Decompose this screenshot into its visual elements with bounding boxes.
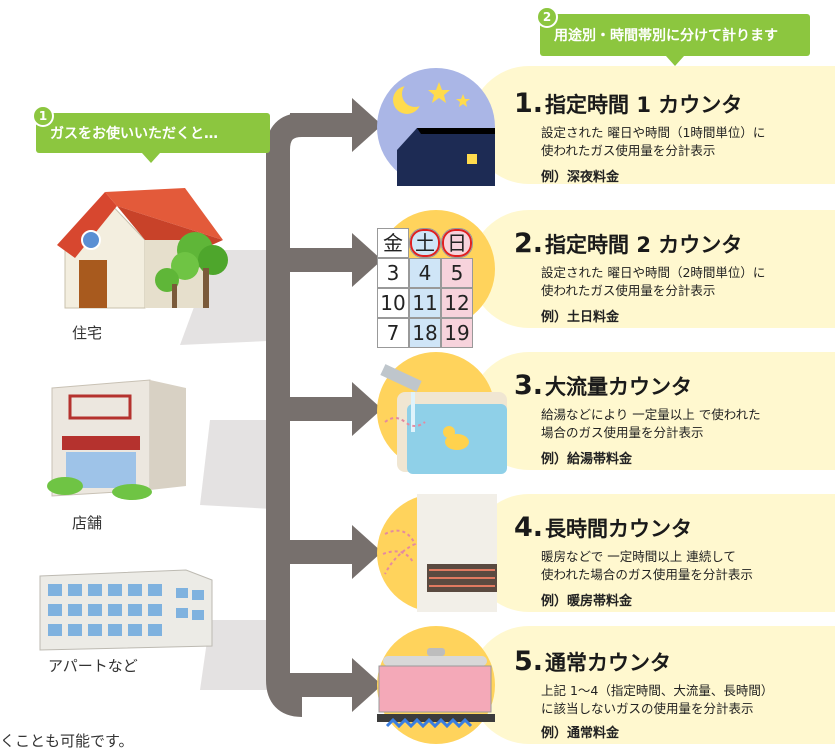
apartment-illustration <box>39 569 213 651</box>
counter-desc-2: 設定された 曜日や時間（2時間単位）に 使われたガス使用量を分計表示 <box>541 264 765 300</box>
cal-cell: 5 <box>441 258 473 288</box>
cal-cell: 日 <box>441 228 473 258</box>
counter-title-1: 1.指定時間 1 カウンタ <box>514 88 742 119</box>
cal-cell: 7 <box>377 318 409 348</box>
callout-text: ガスをお使いいただくと… <box>50 126 218 142</box>
arrow-branches <box>290 98 382 712</box>
callout-tail <box>666 56 684 66</box>
callout-usage: 1 ガスをお使いいただくと… <box>32 105 270 153</box>
night-circle <box>377 68 495 186</box>
desc-line: 給湯などにより 一定量以上 で使われた <box>541 407 761 422</box>
counter-desc-3: 給湯などにより 一定量以上 で使われた 場合のガス使用量を分計表示 <box>541 406 761 442</box>
counter-example-4: 例）暖房帯料金 <box>541 594 633 609</box>
pot-circle <box>377 626 495 744</box>
desc-line: 使われたガス使用量を分計表示 <box>541 283 716 298</box>
desc-line: 場合のガス使用量を分計表示 <box>541 425 704 440</box>
house-illustration <box>57 188 228 309</box>
footer-text: くことも可能です。 <box>0 732 134 750</box>
counter-title-5: 5.通常カウンタ <box>514 646 671 677</box>
counter-panel-5 <box>470 626 835 744</box>
cal-cell: 4 <box>409 258 441 288</box>
counter-title-text: 通常カウンタ <box>545 651 672 675</box>
desc-line: 設定された 曜日や時間（2時間単位）に <box>541 265 766 280</box>
counter-desc-1: 設定された 曜日や時間（1時間単位）に 使われたガス使用量を分計表示 <box>541 124 765 160</box>
desc-line: 暖房などで 一定時間以上 連続して <box>541 549 736 564</box>
counter-title-text: 長時間カウンタ <box>545 517 693 541</box>
building-label-house: 住宅 <box>72 324 103 342</box>
heater-circle <box>377 494 497 612</box>
callout-number: 2 <box>536 6 558 28</box>
counter-example-2: 例）土日料金 <box>541 310 620 325</box>
counter-example-3: 例）給湯帯料金 <box>541 452 633 467</box>
cal-cell: 18 <box>409 318 441 348</box>
shop-illustration <box>47 379 186 500</box>
counter-title-3: 3.大流量カウンタ <box>514 370 692 401</box>
counter-number: 2. <box>514 228 544 259</box>
callout-number: 1 <box>32 105 54 127</box>
cal-cell: 19 <box>441 318 473 348</box>
building-label-apartment: アパートなど <box>48 657 138 675</box>
cal-cell: 11 <box>409 288 441 318</box>
counter-title-4: 4.長時間カウンタ <box>514 512 692 543</box>
counter-title-text: 大流量カウンタ <box>545 375 693 399</box>
building-label-shop: 店舗 <box>72 514 103 532</box>
counter-panel-1 <box>470 66 835 184</box>
counter-title-text: 指定時間 1 カウンタ <box>545 93 743 117</box>
counter-number: 5. <box>514 646 544 677</box>
desc-line: 使われた場合のガス使用量を分計表示 <box>541 567 753 582</box>
desc-line: 上記 1～4（指定時間、大流量、長時間） <box>541 683 774 698</box>
calendar-grid: 金 土 日 3 4 5 10 11 12 7 18 19 <box>377 228 495 348</box>
counter-number: 4. <box>514 512 544 543</box>
arrow-trunk <box>266 113 303 717</box>
callout-text: 用途別・時間帯別に分けて計ります <box>554 28 778 44</box>
desc-line: に該当しないガスの使用量を分計表示 <box>541 701 754 716</box>
counter-panel-3 <box>470 352 835 470</box>
desc-line: 設定された 曜日や時間（1時間単位）に <box>541 125 766 140</box>
callout-measure: 2 用途別・時間帯別に分けて計ります <box>536 6 810 56</box>
counter-title-text: 指定時間 2 カウンタ <box>545 233 743 257</box>
cal-cell: 3 <box>377 258 409 288</box>
counter-example-5: 例）通常料金 <box>541 726 620 741</box>
bath-circle <box>377 352 507 474</box>
counter-panel-4 <box>470 494 835 612</box>
counter-desc-4: 暖房などで 一定時間以上 連続して 使われた場合のガス使用量を分計表示 <box>541 548 753 584</box>
counter-example-1: 例）深夜料金 <box>541 170 620 185</box>
counter-title-2: 2.指定時間 2 カウンタ <box>514 228 742 259</box>
counter-number: 1. <box>514 88 544 119</box>
counter-number: 3. <box>514 370 544 401</box>
calendar-circle: 金 土 日 3 4 5 10 11 12 7 18 19 <box>377 210 495 348</box>
counter-panel-2 <box>470 210 835 328</box>
cal-cell: 土 <box>409 228 441 258</box>
cal-cell: 12 <box>441 288 473 318</box>
desc-line: 使われたガス使用量を分計表示 <box>541 143 716 158</box>
callout-tail <box>142 153 160 163</box>
cal-cell: 金 <box>377 228 409 258</box>
counter-desc-5: 上記 1～4（指定時間、大流量、長時間） に該当しないガスの使用量を分計表示 <box>541 682 773 718</box>
cal-cell: 10 <box>377 288 409 318</box>
